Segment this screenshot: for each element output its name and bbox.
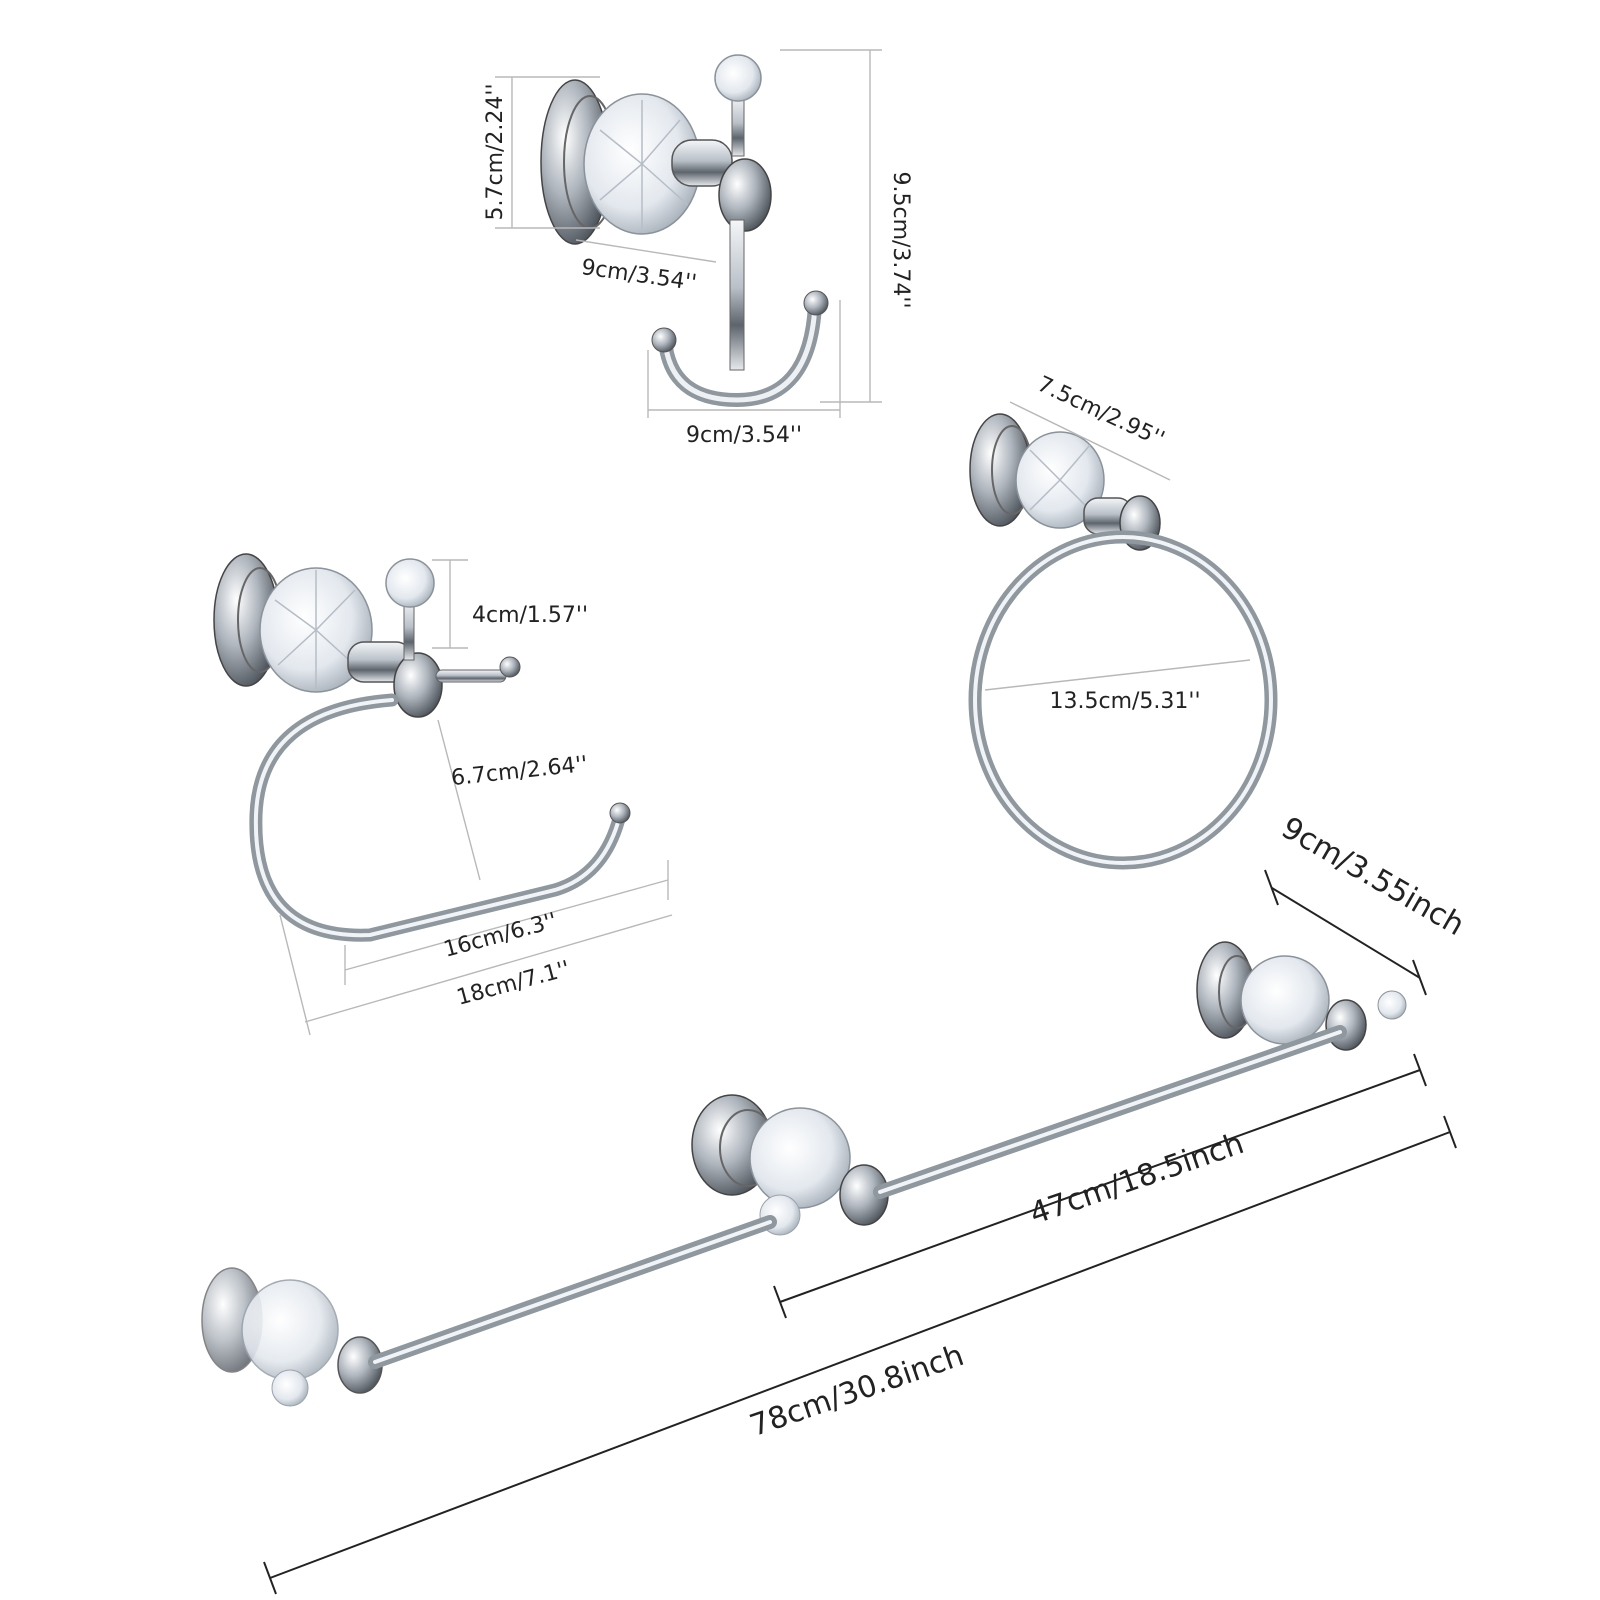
robe-hook xyxy=(540,54,829,408)
long-bar-length-label: 78cm/30.8inch xyxy=(745,1338,968,1444)
long-towel-bar xyxy=(201,1194,801,1407)
paper-holder-top-crystal xyxy=(385,558,435,608)
robe-hook-top-crystal xyxy=(714,54,762,102)
paper-holder-knob xyxy=(393,652,443,718)
robe-hook-base-height-label: 5.7cm/2.24'' xyxy=(483,83,508,220)
toilet-paper-holder xyxy=(213,553,631,942)
robe-hook-width-label: 9cm/3.54'' xyxy=(686,423,802,448)
short-bar-length-label: 47cm/18.5inch xyxy=(1025,1126,1248,1232)
robe-hook-base-depth-label: 9cm/3.54'' xyxy=(580,255,698,296)
towel-ring xyxy=(968,413,1278,870)
paper-holder-top-height-label: 4cm/1.57'' xyxy=(472,603,588,628)
towel-ring-diameter-label: 13.5cm/5.31'' xyxy=(1049,689,1200,714)
paper-holder-inner-height-label: 6.7cm/2.64'' xyxy=(450,752,589,791)
paper-holder-total-length-label: 18cm/7.1'' xyxy=(454,957,573,1011)
short-towel-bar xyxy=(691,941,1407,1226)
paper-holder-arm xyxy=(249,693,627,942)
robe-hook-total-height-label: 9.5cm/3.74'' xyxy=(888,171,913,308)
towel-bar-depth-label: 9cm/3.55inch xyxy=(1275,810,1470,943)
robe-hook-knob xyxy=(718,158,772,232)
